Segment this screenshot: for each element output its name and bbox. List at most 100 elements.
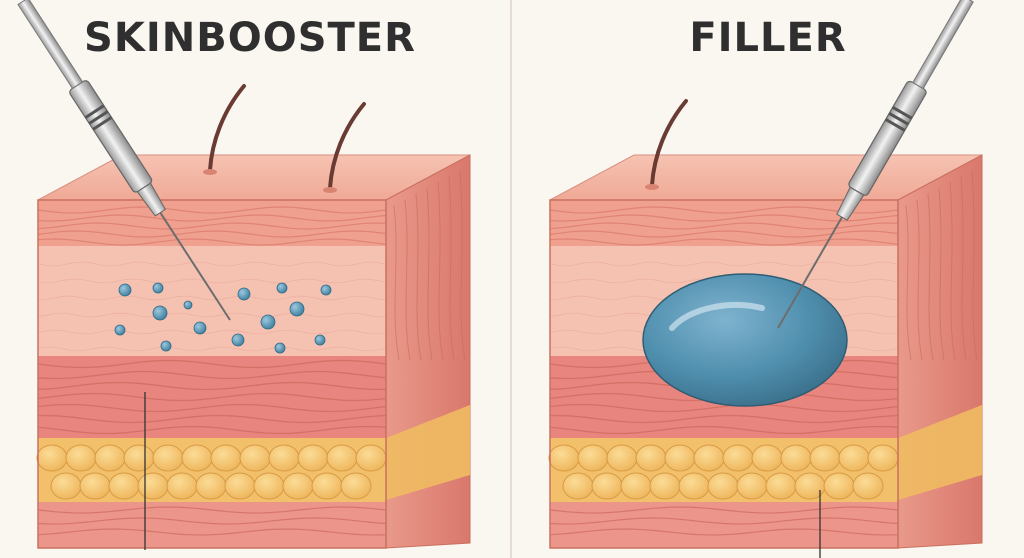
fat-cell <box>36 444 68 472</box>
fat-cell <box>94 444 126 472</box>
bottom-layer <box>38 502 386 548</box>
barrel-band <box>92 116 113 131</box>
needle <box>777 214 844 329</box>
side-fat-layer <box>898 405 982 500</box>
dermis-fiber <box>549 414 899 424</box>
fat-cell <box>297 444 329 472</box>
gel-droplet <box>320 284 332 296</box>
gel-droplet <box>314 334 326 346</box>
fat-cell <box>867 444 899 472</box>
dermis-texture <box>37 278 387 284</box>
fat-cell <box>123 444 155 472</box>
side-fiber <box>437 182 444 361</box>
gel-droplet <box>152 305 168 321</box>
barrel-band <box>84 104 105 119</box>
dermis-texture <box>549 261 899 267</box>
fat-cell <box>577 444 609 472</box>
fat-cell <box>224 472 256 500</box>
gel-highlight <box>669 301 765 331</box>
fat-cell <box>268 444 300 472</box>
plunger <box>912 0 974 90</box>
fat-cell <box>340 472 372 500</box>
side-fiber <box>404 199 411 361</box>
gel-droplet <box>114 324 126 336</box>
fat-cell <box>606 444 638 472</box>
needle <box>158 210 231 321</box>
dermis-texture <box>37 346 387 352</box>
fat-cell <box>50 472 82 500</box>
side-fiber <box>415 193 422 361</box>
epidermis-line <box>37 214 387 222</box>
dermis-fiber <box>37 425 387 435</box>
fat-cell <box>108 472 140 500</box>
fat-cell <box>326 444 358 472</box>
fat-cell <box>765 472 797 500</box>
bottom-layer <box>550 502 898 548</box>
gel-droplet <box>160 340 172 352</box>
bottom-fiber <box>37 506 387 514</box>
epidermis-line <box>549 222 899 230</box>
fat-cell <box>620 472 652 500</box>
bottom-fiber <box>37 517 387 525</box>
bottom-fiber <box>549 517 899 525</box>
fat-cell <box>355 444 387 472</box>
dermis-texture <box>37 312 387 318</box>
fat-cell <box>181 444 213 472</box>
side-fiber <box>960 176 967 361</box>
fat-cell <box>548 444 580 472</box>
epidermis-line <box>37 206 387 214</box>
bottom-fiber <box>549 528 899 536</box>
dermis-fiber <box>549 403 899 413</box>
fat-cell <box>239 444 271 472</box>
epidermis-line <box>37 230 387 238</box>
fat-cell <box>195 472 227 500</box>
dermis-fiber <box>37 359 387 369</box>
gel-droplet <box>183 300 193 310</box>
front-outline <box>549 199 899 549</box>
fat-cell <box>137 472 169 500</box>
dermis-fiber <box>37 381 387 391</box>
barrel-band <box>88 110 109 125</box>
fat-cell <box>664 444 696 472</box>
side-fiber <box>393 205 400 361</box>
hair-follicle <box>323 187 337 193</box>
bottom-fiber <box>37 528 387 536</box>
skinbooster-illustration <box>17 0 471 550</box>
dermis-texture <box>37 295 387 301</box>
dermis-fiber <box>37 392 387 402</box>
bottom-fiber <box>549 506 899 514</box>
dermis-texture <box>37 261 387 267</box>
hair <box>208 84 246 172</box>
fat-cell <box>809 444 841 472</box>
fat-cell <box>649 472 681 500</box>
dermis-fiber <box>37 370 387 380</box>
hair <box>650 99 688 187</box>
fat-cell <box>823 472 855 500</box>
dermis-fiber <box>549 425 899 435</box>
gel-droplet <box>289 301 305 317</box>
gel-droplet <box>231 333 245 347</box>
fat-cell <box>852 472 884 500</box>
fat-cell <box>736 472 768 500</box>
gel-droplet <box>193 321 207 335</box>
gel-droplet <box>274 342 286 354</box>
hair-follicle <box>203 169 217 175</box>
side-fiber <box>927 193 934 361</box>
fat-cell <box>210 444 242 472</box>
filler-illustration <box>548 0 983 558</box>
side-fiber <box>459 170 466 361</box>
barrel-band <box>891 105 913 120</box>
skinbooster-title: SKINBOOSTER <box>84 15 416 61</box>
dermis-fiber <box>37 403 387 413</box>
filler-gel-bolus <box>642 273 848 407</box>
fat-cell <box>707 472 739 500</box>
gel-droplet <box>118 283 132 297</box>
epidermis-line <box>549 238 899 246</box>
fat-cell <box>253 472 285 500</box>
side-fiber <box>938 187 945 361</box>
fat-cell <box>562 472 594 500</box>
filler-title: FILLER <box>689 15 847 61</box>
epidermis-line <box>549 230 899 238</box>
